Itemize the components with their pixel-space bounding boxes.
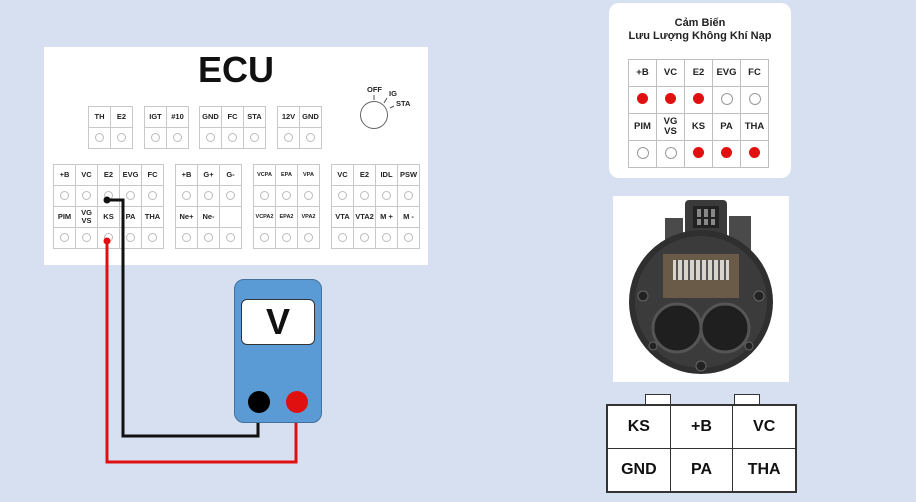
switch-label-sta: STA — [396, 99, 411, 108]
ecu-pin — [151, 132, 160, 142]
sensor-pin-dot — [665, 93, 676, 104]
sensor-pin-table: +B VC E2 EVG FC PIM VG VS KS PA THA — [628, 59, 769, 168]
sensor-pin-label: E2 — [684, 59, 713, 87]
sensor-pin-label: +B — [628, 59, 657, 87]
ecu-pin — [382, 232, 391, 242]
connector-pin-label: VC — [732, 405, 796, 449]
black-probe-jack — [248, 391, 270, 413]
ecu-pin — [182, 190, 191, 200]
sensor-pin-label: PIM — [628, 113, 657, 141]
ecu-pin — [338, 232, 347, 242]
sensor-pin-label: FC — [740, 59, 769, 87]
red-probe-jack — [286, 391, 308, 413]
sensor-pin-dot — [721, 147, 732, 158]
connector-pin-label: +B — [669, 405, 734, 449]
connector-pin-label: GND — [607, 448, 671, 492]
switch-label-off: OFF — [367, 85, 382, 94]
ecu-pin — [250, 132, 259, 142]
ecu-pin — [228, 132, 237, 142]
ecu-pin — [304, 190, 313, 200]
ecu-pin — [338, 190, 347, 200]
voltmeter: V — [234, 279, 322, 423]
ecu-pin — [260, 190, 269, 200]
ecu-pin — [204, 190, 213, 200]
connector-pin-label: KS — [607, 405, 671, 449]
sensor-pin-dot — [693, 147, 704, 158]
ecu-pin — [226, 232, 235, 242]
ecu-pin — [60, 232, 69, 242]
sensor-pin-label: VG VS — [656, 113, 685, 141]
black-probe-wire — [107, 198, 260, 438]
sensor-pin-dot — [720, 92, 733, 105]
connector-tab-right — [734, 394, 760, 406]
sensor-panel: Cảm Biến Lưu Lượng Không Khí Nạp +B VC E… — [609, 3, 791, 178]
ecu-bottom-group-3: VCPA EPA VPA VCPA2 EPA2 VPA2 — [253, 164, 320, 249]
sensor-pin-label: KS — [684, 113, 713, 141]
ecu-pin — [304, 232, 313, 242]
sensor-pin-label: PA — [712, 113, 741, 141]
connector-tab-left — [645, 394, 671, 406]
ecu-pin — [226, 190, 235, 200]
sensor-title: Cảm Biến Lưu Lượng Không Khí Nạp — [609, 17, 791, 43]
switch-label-ig: IG — [389, 89, 397, 98]
sensor-pin-dot — [749, 147, 760, 158]
ecu-pin — [382, 190, 391, 200]
sensor-pin-dot — [637, 93, 648, 104]
ecu-pin — [306, 132, 315, 142]
ecu-pin-label: VPA — [297, 164, 320, 186]
ecu-pin — [360, 190, 369, 200]
ecu-pin — [360, 232, 369, 242]
ecu-pin — [404, 232, 413, 242]
maf-sensor-illustration — [629, 200, 773, 374]
connector-pinout: KS +B VC GND PA THA — [606, 404, 797, 493]
maf-sensor-photo — [613, 196, 789, 382]
red-probe-wire — [105, 241, 298, 464]
connector-pin-table: KS +B VC GND PA THA — [607, 405, 796, 492]
sensor-pin-dot — [748, 92, 761, 105]
connector-pin-label: THA — [732, 448, 796, 492]
sensor-pin-label: THA — [740, 113, 769, 141]
ecu-pin — [404, 190, 413, 200]
ecu-pin — [204, 232, 213, 242]
ecu-pin — [126, 190, 135, 200]
ecu-pin — [126, 232, 135, 242]
black-probe-tip — [103, 196, 111, 204]
ecu-pin — [82, 232, 91, 242]
ecu-pin — [148, 190, 157, 200]
ecu-bottom-group-4: VC E2 IDL PSW VTA VTA2 M + M - — [331, 164, 420, 249]
sensor-pin-dot — [636, 146, 649, 159]
voltmeter-display: V — [241, 299, 315, 345]
ecu-pin — [282, 232, 291, 242]
sensor-title-line1: Cảm Biến — [674, 17, 726, 29]
ecu-pin — [117, 132, 126, 142]
ecu-pin — [82, 190, 91, 200]
ecu-pin — [206, 132, 215, 142]
sensor-title-line2: Lưu Lượng Không Khí Nạp — [628, 30, 772, 42]
sensor-pin-dot — [693, 93, 704, 104]
ecu-title: ECU — [197, 49, 274, 90]
ecu-pin — [60, 190, 69, 200]
sensor-pin-label: VC — [656, 59, 685, 87]
ecu-pin — [282, 190, 291, 200]
ecu-pin — [173, 132, 182, 142]
sensor-pin-label: EVG — [712, 59, 741, 87]
ecu-top-group-2: IGT#10 — [144, 106, 189, 149]
ecu-pin — [260, 232, 269, 242]
switch-ticks — [373, 95, 395, 109]
sensor-pin-dot — [664, 146, 677, 159]
ignition-switch-icon — [360, 101, 388, 129]
red-probe-tip — [103, 237, 111, 245]
ecu-pin — [148, 232, 157, 242]
connector-pin-label: PA — [669, 448, 734, 492]
ecu-bottom-group-1: +B VC E2 EVG FC PIM VG VS KS PA THA — [53, 164, 164, 249]
ecu-pin — [95, 132, 104, 142]
ecu-pin — [284, 132, 293, 142]
ecu-bottom-group-2: +B G+ G- Ne+ Ne- — [175, 164, 242, 249]
ecu-pin — [182, 232, 191, 242]
